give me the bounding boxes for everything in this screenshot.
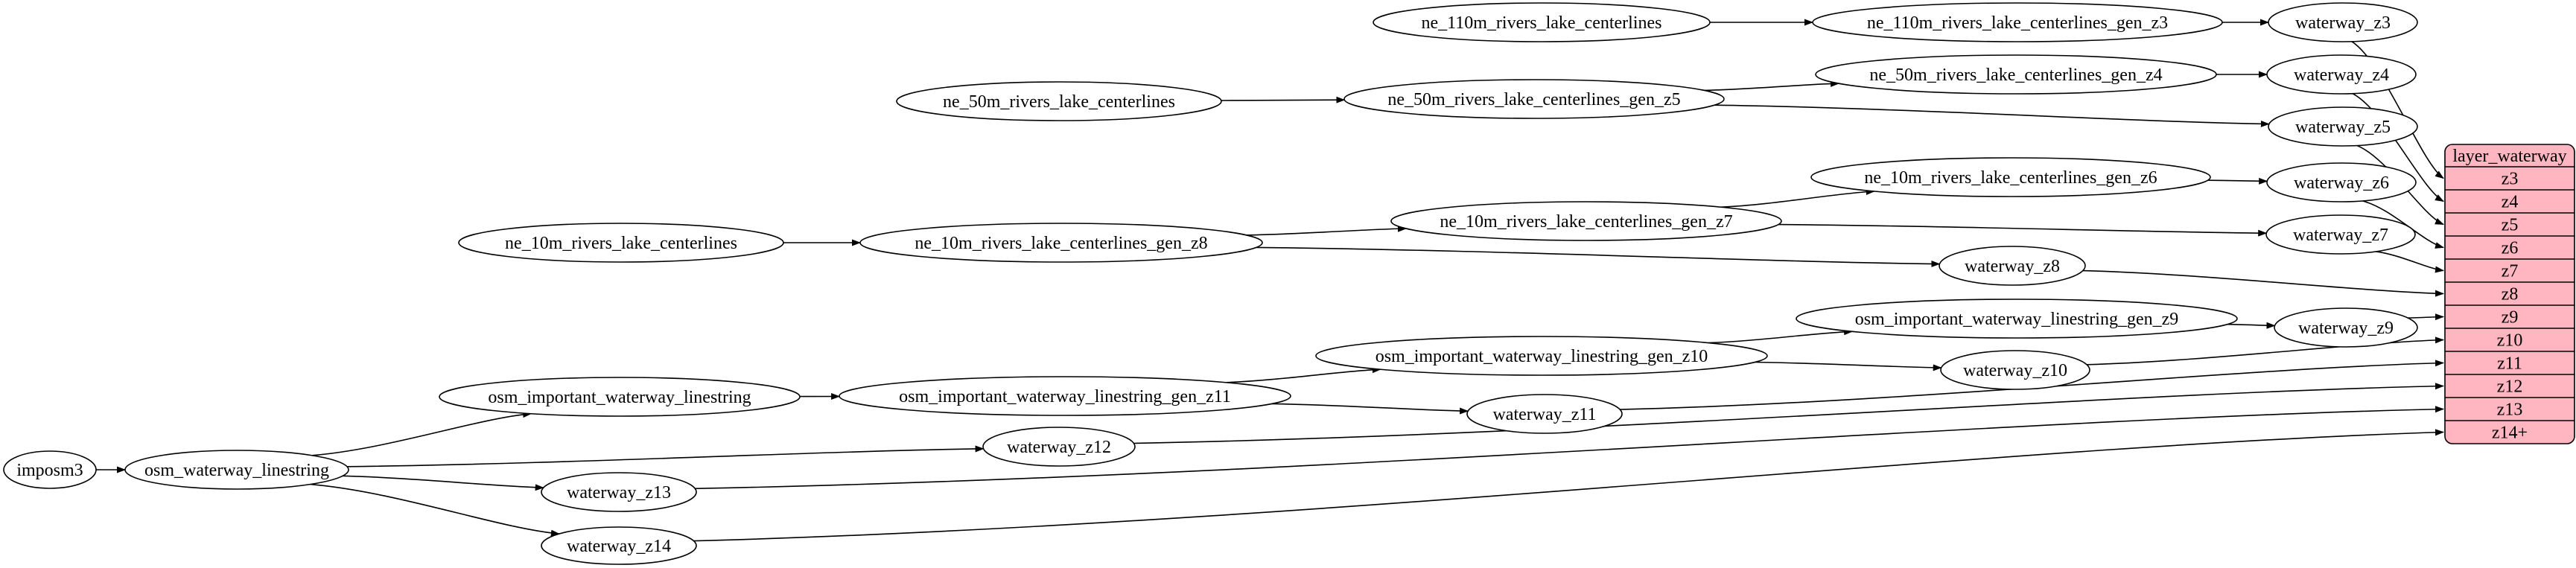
node-label-waterway_z9: waterway_z9 (2298, 319, 2394, 338)
node-waterway_z6: waterway_z6 (2266, 162, 2417, 202)
node-ne_110m_rivers_lake_centerlines: ne_110m_rivers_lake_centerlines (1373, 2, 1711, 42)
edge-osm_important_waterway_linestring_gen_z10-to-osm_important_waterway_linestring_gen_z9 (1708, 328, 1854, 344)
edge-osm_important_waterway_linestring_gen_z11-to-waterway_z11 (1271, 403, 1469, 415)
node-label-osm_important_waterway_linestring_gen_z10: osm_important_waterway_linestring_gen_z1… (1376, 347, 1708, 366)
edge-waterway_z4-to-layer_waterway-z4 (2352, 92, 2444, 202)
edge-ne_10m_rivers_lake_centerlines_gen_z6-to-waterway_z6 (2207, 177, 2268, 185)
table-row-z9: z9 (2502, 308, 2519, 328)
edge-ne_50m_rivers_lake_centerlines_gen_z5-to-ne_50m_rivers_lake_centerlines_gen_z4 (1704, 80, 1840, 92)
table-row-z8: z8 (2502, 285, 2519, 304)
node-waterway_z13: waterway_z13 (541, 472, 697, 512)
table-row-z4: z4 (2502, 193, 2519, 212)
node-label-waterway_z5: waterway_z5 (2295, 118, 2391, 137)
nodes-layer: imposm3 osm_waterway_linestring ne_110m_ri… (3, 2, 2418, 565)
node-ne_50m_rivers_lake_centerlines_gen_z5: ne_50m_rivers_lake_centerlines_gen_z5 (1343, 79, 1725, 119)
edge-ne_10m_rivers_lake_centerlines_gen_z8-to-waterway_z8 (1256, 246, 1941, 267)
node-label-waterway_z6: waterway_z6 (2294, 173, 2389, 193)
edge-ne_10m_rivers_lake_centerlines_gen_z7-to-waterway_z7 (1778, 223, 2268, 237)
node-label-ne_50m_rivers_lake_centerlines: ne_50m_rivers_lake_centerlines (943, 92, 1175, 112)
table-row-z14+: z14+ (2492, 424, 2528, 443)
node-label-imposm3: imposm3 (16, 461, 83, 480)
node-label-ne_50m_rivers_lake_centerlines_gen_z4: ne_50m_rivers_lake_centerlines_gen_z4 (1869, 66, 2162, 85)
node-label-ne_50m_rivers_lake_centerlines_gen_z5: ne_50m_rivers_lake_centerlines_gen_z5 (1387, 90, 1680, 109)
edge-ne_10m_rivers_lake_centerlines_gen_z7-to-ne_10m_rivers_lake_centerlines_gen_z6 (1721, 188, 1875, 208)
table-row-z3: z3 (2502, 170, 2519, 189)
node-waterway_z10: waterway_z10 (1940, 350, 2090, 390)
table-row-z11: z11 (2497, 354, 2522, 374)
edge-waterway_z3-to-layer_waterway-z3 (2351, 41, 2444, 179)
table-row-z10: z10 (2497, 331, 2523, 351)
node-label-osm_important_waterway_linestring: osm_important_waterway_linestring (488, 388, 751, 407)
node-waterway_z9: waterway_z9 (2274, 307, 2418, 348)
edge-waterway_z14-to-layer_waterway-z14+ (693, 429, 2444, 542)
edge-ne_10m_rivers_lake_centerlines_gen_z8-to-ne_10m_rivers_lake_centerlines_gen_z7 (1246, 225, 1407, 236)
node-label-ne_110m_rivers_lake_centerlines: ne_110m_rivers_lake_centerlines (1422, 13, 1662, 33)
node-waterway_z11: waterway_z11 (1466, 394, 1623, 434)
edge-osm_important_waterway_linestring_gen_z10-to-waterway_z10 (1755, 361, 1942, 371)
node-osm_important_waterway_linestring_gen_z9: osm_important_waterway_linestring_gen_z9 (1796, 299, 2238, 339)
table-row-z12: z12 (2497, 377, 2523, 397)
edge-ne_50m_rivers_lake_centerlines_gen_z5-to-waterway_z5 (1714, 104, 2270, 127)
node-label-waterway_z3: waterway_z3 (2295, 13, 2391, 33)
table-row-z13: z13 (2497, 401, 2523, 420)
edge-osm_important_waterway_linestring_gen_z11-to-osm_important_waterway_linestring_gen_z10 (1226, 366, 1381, 383)
node-label-osm_important_waterway_linestring_gen_z11: osm_important_waterway_linestring_gen_z1… (899, 387, 1231, 406)
node-waterway_z14: waterway_z14 (541, 526, 697, 565)
node-waterway_z8: waterway_z8 (1939, 246, 2086, 286)
table-row-z6: z6 (2502, 239, 2519, 258)
table-title: layer_waterway (2452, 147, 2566, 166)
node-ne_110m_rivers_lake_centerlines_gen_z3: ne_110m_rivers_lake_centerlines_gen_z3 (1812, 2, 2223, 42)
node-ne_50m_rivers_lake_centerlines: ne_50m_rivers_lake_centerlines (896, 81, 1222, 121)
node-label-ne_10m_rivers_lake_centerlines_gen_z6: ne_10m_rivers_lake_centerlines_gen_z6 (1864, 168, 2157, 188)
node-osm_waterway_linestring: osm_waterway_linestring (124, 450, 349, 490)
node-label-waterway_z12: waterway_z12 (1007, 438, 1111, 457)
node-ne_10m_rivers_lake_centerlines_gen_z6: ne_10m_rivers_lake_centerlines_gen_z6 (1810, 157, 2211, 197)
node-label-osm_waterway_linestring: osm_waterway_linestring (144, 461, 329, 480)
node-label-ne_10m_rivers_lake_centerlines_gen_z7: ne_10m_rivers_lake_centerlines_gen_z7 (1440, 212, 1732, 232)
node-imposm3: imposm3 (3, 450, 97, 489)
edge-osm_waterway_linestring-to-waterway_z14 (310, 483, 560, 537)
node-label-ne_110m_rivers_lake_centerlines_gen_z3: ne_110m_rivers_lake_centerlines_gen_z3 (1867, 13, 2168, 33)
edge-waterway_z10-to-layer_waterway-z10 (2086, 336, 2444, 366)
node-osm_important_waterway_linestring: osm_important_waterway_linestring (439, 377, 801, 417)
node-label-waterway_z13: waterway_z13 (567, 483, 671, 502)
node-label-waterway_z10: waterway_z10 (1963, 361, 2067, 380)
node-waterway_z12: waterway_z12 (982, 427, 1136, 467)
edge-osm_important_waterway_linestring_gen_z9-to-waterway_z9 (2227, 322, 2276, 329)
edge-waterway_z7-to-layer_waterway-z7 (2376, 251, 2444, 273)
node-label-waterway_z11: waterway_z11 (1492, 405, 1596, 424)
node-ne_10m_rivers_lake_centerlines_gen_z8: ne_10m_rivers_lake_centerlines_gen_z8 (859, 223, 1263, 263)
node-label-waterway_z14: waterway_z14 (567, 537, 671, 556)
node-waterway_z3: waterway_z3 (2268, 2, 2418, 42)
node-waterway_z4: waterway_z4 (2266, 54, 2417, 95)
node-waterway_z7: waterway_z7 (2265, 214, 2416, 255)
node-label-waterway_z4: waterway_z4 (2294, 66, 2389, 85)
table-row-z7: z7 (2502, 262, 2519, 281)
edge-waterway_z8-to-layer_waterway-z8 (2082, 269, 2444, 297)
node-osm_important_waterway_linestring_gen_z10: osm_important_waterway_linestring_gen_z1… (1315, 336, 1768, 376)
node-label-ne_10m_rivers_lake_centerlines: ne_10m_rivers_lake_centerlines (505, 234, 737, 253)
node-label-waterway_z7: waterway_z7 (2293, 226, 2388, 245)
node-ne_10m_rivers_lake_centerlines: ne_10m_rivers_lake_centerlines (458, 223, 784, 263)
edge-osm_waterway_linestring-to-waterway_z13 (343, 475, 544, 491)
edges-layer (95, 19, 2444, 542)
edge-osm_waterway_linestring-to-osm_important_waterway_linestring (311, 411, 532, 456)
node-osm_important_waterway_linestring_gen_z11: osm_important_waterway_linestring_gen_z1… (839, 376, 1291, 416)
table-layer_waterway: layer_waterway z3 z4 z5 z6 z7 z8 z9 z10 z11 z12 z13… (2444, 144, 2575, 444)
node-waterway_z5: waterway_z5 (2268, 106, 2418, 147)
node-ne_50m_rivers_lake_centerlines_gen_z4: ne_50m_rivers_lake_centerlines_gen_z4 (1815, 54, 2217, 95)
edge-waterway_z12-to-layer_waterway-z12 (1133, 383, 2444, 444)
node-label-ne_10m_rivers_lake_centerlines_gen_z8: ne_10m_rivers_lake_centerlines_gen_z8 (915, 234, 1207, 253)
node-label-waterway_z8: waterway_z8 (1965, 257, 2060, 276)
table-layer: layer_waterway z3 z4 z5 z6 z7 z8 z9 z10 z11 z12 z13… (2444, 144, 2575, 444)
edge-waterway_z9-to-layer_waterway-z9 (2408, 313, 2444, 321)
edge-osm_waterway_linestring-to-waterway_z12 (347, 445, 985, 468)
edge-waterway_z11-to-layer_waterway-z11 (1620, 360, 2444, 410)
table-row-z5: z5 (2502, 216, 2519, 235)
node-label-osm_important_waterway_linestring_gen_z9: osm_important_waterway_linestring_gen_z9 (1855, 310, 2179, 329)
node-ne_10m_rivers_lake_centerlines_gen_z7: ne_10m_rivers_lake_centerlines_gen_z7 (1390, 201, 1782, 241)
edge-waterway_z13-to-layer_waterway-z13 (695, 406, 2444, 490)
